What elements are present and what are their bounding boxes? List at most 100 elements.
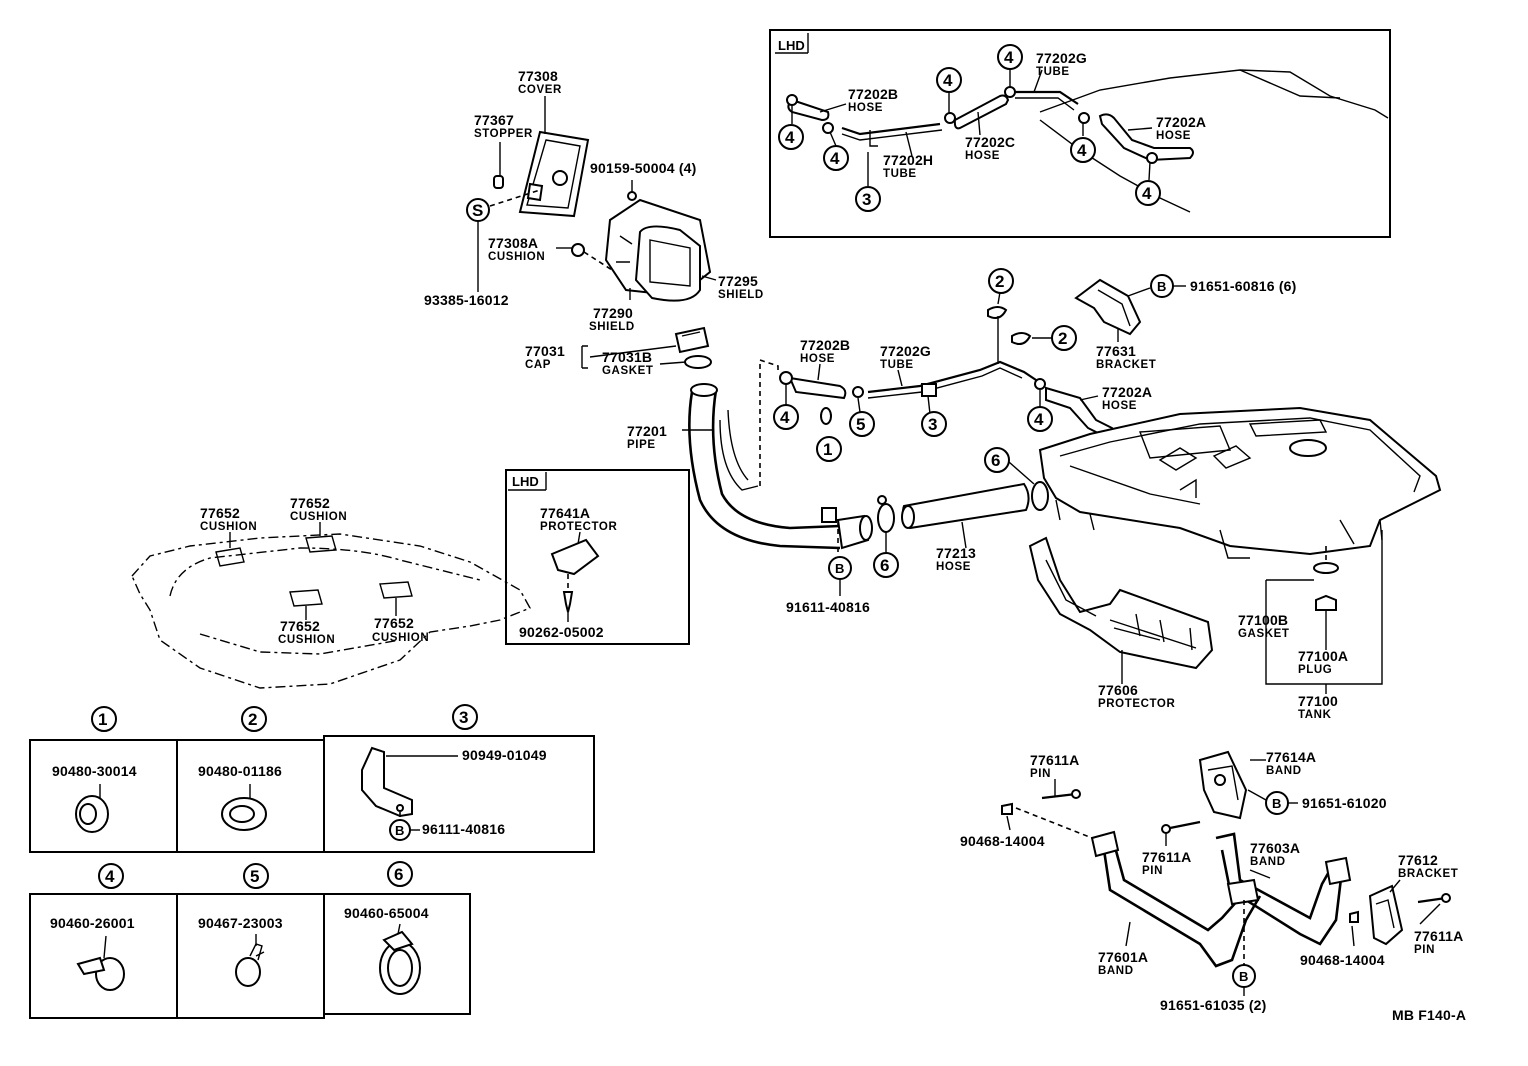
cushion-77308a [571,243,585,257]
part-number: 77308A [488,235,538,251]
plug-77100a [1315,594,1337,611]
legend-part-number: 90949-01049 [462,747,547,763]
bracket-77631 [1074,278,1142,336]
part-number: 77601A [1098,949,1148,965]
part-number: 90468-14004 [1300,952,1385,968]
bolt-callout: B [1157,279,1166,294]
screw-90159 [627,191,637,201]
pipe-77201 [688,391,841,550]
callout-4: 4 [943,71,953,90]
callout-5: 5 [856,415,865,434]
part-name: CUSHION [200,521,257,533]
tube-77202h-lhd [841,122,941,136]
grommet-2 [987,306,1008,319]
grommet-2 [1011,332,1032,345]
main-evap-lines: 2 2 4 1 5 3 4 77202B HOSE 77202G TUBE 77… [759,268,1152,486]
tube-77202g-lhd [1015,90,1079,105]
part-name: HOSE [965,150,1000,162]
filler-cover-group: S 77308 COVER 77367 STOPPER 90159-50004 … [424,68,764,333]
callout-4: 4 [780,408,790,427]
part-number: 90468-14004 [960,833,1045,849]
part-name: PROTECTOR [1098,698,1175,710]
lhd-protector-frame [505,469,690,645]
part-name: CUSHION [278,634,335,646]
part-number: 77611A [1414,928,1463,944]
callout-6: 6 [991,451,1000,470]
part-name: PIN [1030,768,1051,780]
clamp-6 [877,503,895,533]
part-number: 77202A [1102,384,1152,400]
part-name: BAND [1098,965,1134,977]
part-number: 93385-16012 [424,292,509,308]
legend-part-number: 90480-30014 [52,763,137,779]
part-number: 77631 [1096,343,1136,359]
part-number: 77202A [1156,114,1206,130]
callout-4: 4 [1034,410,1044,429]
part-number: 77308 [518,68,558,84]
part-number: 77213 [936,545,976,561]
part-name: PIPE [627,439,656,451]
part-number: 77202G [880,343,931,359]
legend-part-number: 90480-01186 [198,763,282,779]
legend-part-number: 96111-40816 [422,821,505,837]
part-name: BAND [1250,856,1286,868]
part-name: CUSHION [488,251,545,263]
part-name: CAP [525,359,551,371]
part-name: CUSHION [372,632,429,644]
part-number: 77201 [627,423,667,439]
part-number: 77612 [1398,852,1438,868]
body-outline-lower [1039,119,1191,213]
legend-number: 1 [98,710,107,729]
cushion-77652 [289,589,323,607]
bolt-callout: B [1272,796,1281,811]
part-number: 77202H [883,152,933,168]
part-name: BRACKET [1096,359,1156,371]
part-number: 77100 [1298,693,1338,709]
hose-77213 [901,482,1030,530]
callout-2: 2 [995,272,1004,291]
band-77603a [1215,832,1332,920]
hose-77202a-lhd [1098,113,1194,162]
screw-callout: S [472,201,483,220]
callout-2: 2 [1058,329,1067,348]
part-number: 77641A [540,505,590,521]
callout-4: 4 [785,128,795,147]
part-name: SHIELD [589,321,635,333]
part-number: 77652 [290,495,330,511]
document-code: MB F140-A [1392,1007,1466,1023]
part-number: 91651-61020 [1302,795,1387,811]
gasket-77031b [684,355,712,369]
part-number: 77611A [1030,752,1079,768]
lhd-inset-frame [769,29,1391,238]
part-number: 77295 [718,273,758,289]
part-name: BRACKET [1398,868,1458,880]
lhd-inset-protector: LHD 77641A PROTECTOR 90262-05002 [505,469,690,645]
part-number: 90262-05002 [519,624,604,640]
callout-6: 6 [880,556,889,575]
legend-cell-1 [29,739,178,853]
part-name: HOSE [936,561,971,573]
callout-4: 4 [1077,141,1087,160]
cushion-77652 [305,535,337,553]
part-name: TUBE [1036,66,1070,78]
clip-90949-01049 [361,746,413,818]
filler-pipe-group: 77031 CAP 77031B GASKET 77201 PIPE B 916… [525,326,1049,615]
bolt-callout: B [1239,969,1248,984]
legend-part-number: 90467-23003 [198,915,283,931]
part-name: PROTECTOR [540,521,617,533]
part-name: SHIELD [718,289,764,301]
part-name: PIN [1142,865,1163,877]
stopper-77367 [493,175,504,189]
callout-1: 1 [823,440,832,459]
washer-90468 [1349,910,1359,923]
legend-part-number: 90460-65004 [344,905,429,921]
callout-3: 3 [928,415,937,434]
part-number: 90159-50004 (4) [590,160,697,176]
body-outline-top [1039,69,1389,119]
screw-90262 [562,591,574,613]
legend-cell-6 [323,893,471,1015]
hose-77202c-lhd [953,94,1010,130]
part-name: TUBE [880,359,914,371]
washer-90468 [1001,802,1013,815]
